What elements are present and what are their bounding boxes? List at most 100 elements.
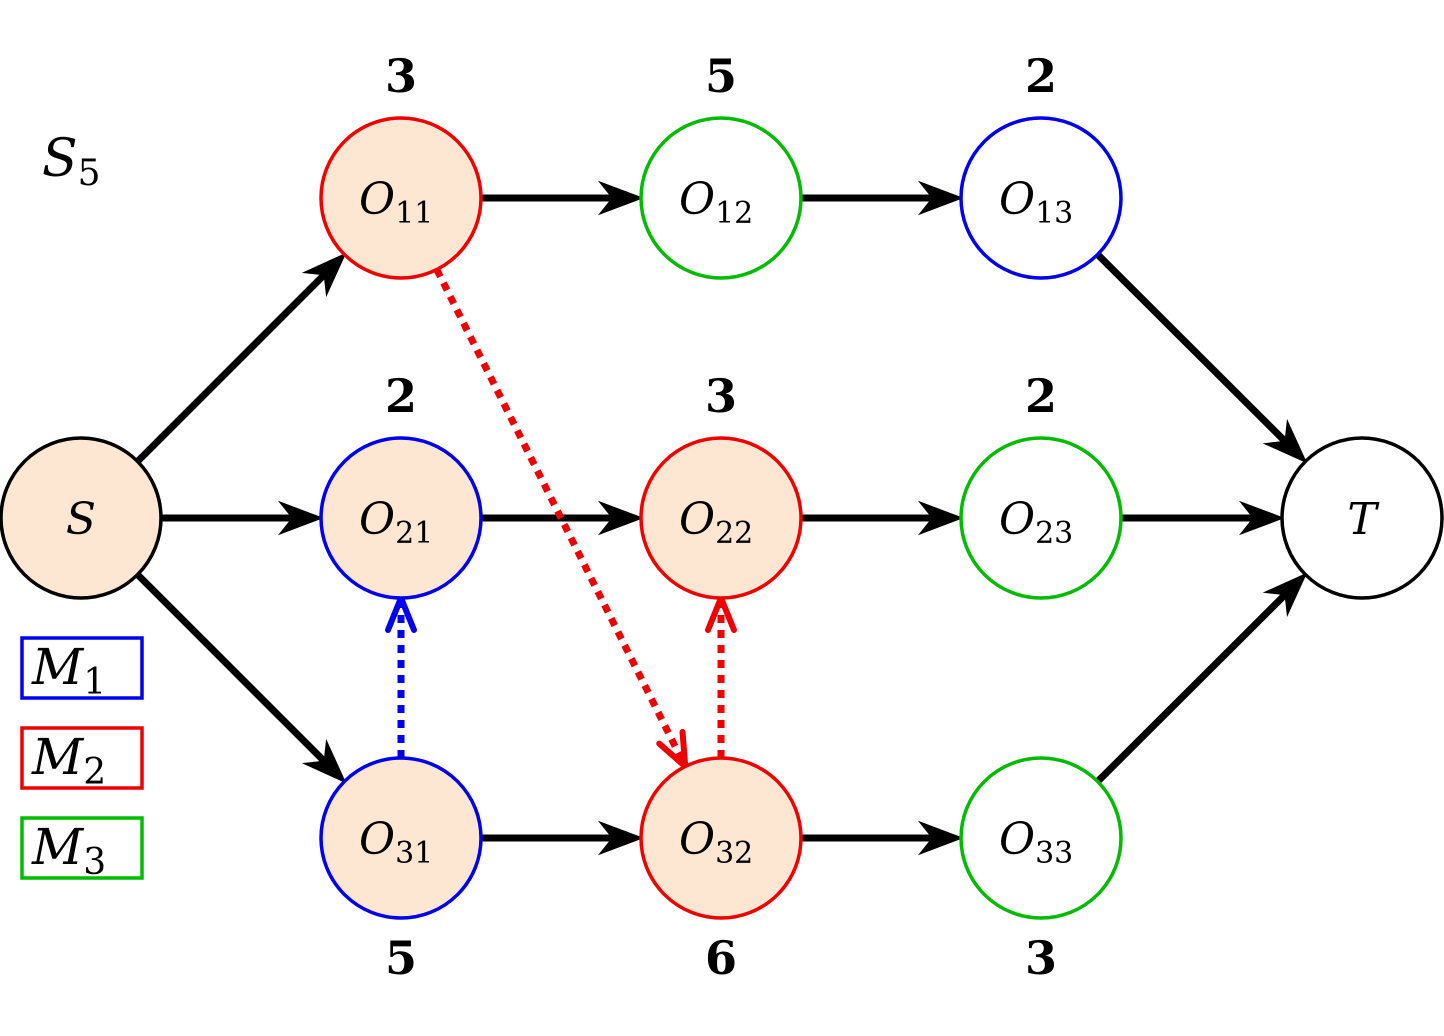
node-circle [639,756,803,920]
legend-label-main: M [31,818,85,876]
node-label: O13 [999,174,1073,231]
node-circle [639,116,803,280]
edge-O13-to-T [1095,252,1308,464]
node-label-sub: 22 [715,516,753,551]
weight-O31: 5 [385,931,417,985]
disjunctive-edge-arrowhead [656,729,689,774]
edge-arrowhead [917,180,964,216]
legend-label: M3 [31,818,106,883]
node-O22: O22 [639,436,803,600]
edge-O12-to-O13 [801,180,964,216]
weight-O32: 6 [705,931,737,985]
edge-arrowhead [277,500,324,536]
legend-label: M2 [31,728,106,793]
edge-arrowhead [597,500,644,536]
edge-arrowhead [1262,572,1308,618]
edge-O31-to-O32 [481,820,644,856]
node-label-main: O [359,494,395,545]
node-circle [319,116,483,280]
node-label-main: S [66,494,96,545]
edge-O22-to-O23 [801,500,964,536]
node-label: T [1347,494,1380,545]
node-O21: O21 [319,436,483,600]
legend-label-main: M [31,728,85,786]
legend-label: M1 [31,638,106,703]
node-label-sub: 23 [1035,516,1073,551]
node-S: S [0,436,163,600]
legend-swatch [20,726,144,790]
node-O11: O11 [319,116,483,280]
node-label-sub: 21 [395,516,433,551]
node-label: O12 [679,174,753,231]
disjunctive-edge-arrowhead [705,590,737,633]
edge-arrowhead [301,252,347,298]
node-circle [0,436,163,600]
node-label-main: O [999,494,1035,545]
schedule-label: S5 [42,129,101,194]
edge-line [1095,586,1294,784]
edge-O33-to-T [1095,572,1308,784]
node-circle [959,116,1123,280]
node-circle [639,436,803,600]
edge-O11-to-O12 [481,180,644,216]
legend-label-sub: 1 [83,662,106,703]
node-circle [959,756,1123,920]
edge-line [135,572,333,770]
node-label: O23 [999,494,1073,551]
edge-S-to-O11 [135,252,347,464]
weight-O21: 2 [385,369,417,423]
disjunctive-edge-arrowhead [385,590,417,633]
legend-label-main: M [31,638,85,696]
node-label: O22 [679,494,753,551]
edge-arrowhead [597,820,644,856]
node-label-main: O [999,814,1035,865]
weight-O33: 3 [1025,931,1057,985]
disjunctive-edge-O31-to-O21 [385,590,417,758]
edge-O32-to-O33 [801,820,964,856]
node-label-sub: 31 [395,836,433,871]
legend-item-M3: M3 [20,816,144,883]
schedule-label-sub: 5 [78,153,101,194]
disjunctive-edge-line [433,267,687,765]
node-label-sub: 11 [395,196,433,231]
edge-S-to-O31 [135,572,347,784]
legend-label-sub: 2 [83,752,106,793]
node-label: O33 [999,814,1073,871]
node-circle [1280,436,1444,600]
weight-O22: 3 [705,369,737,423]
node-O32: O32 [639,756,803,920]
legend-label-sub: 3 [83,842,106,883]
edge-arrowhead [917,820,964,856]
edge-arrowhead [597,180,644,216]
node-O23: O23 [959,436,1123,600]
edge-arrowhead [301,738,347,784]
legend-swatch [20,816,144,880]
node-label-main: O [679,174,715,225]
disjunctive-edge-O32-to-O22 [705,590,737,758]
edge-arrowhead [917,500,964,536]
node-label-main: O [359,174,395,225]
node-O33: O33 [959,756,1123,920]
node-label: O11 [359,174,433,231]
node-label: O32 [679,814,753,871]
edge-line [1095,252,1294,450]
node-circle [319,436,483,600]
weight-O11: 3 [385,49,417,103]
node-O31: O31 [319,756,483,920]
edge-line [135,266,333,464]
legend-item-M2: M2 [20,726,144,793]
node-O12: O12 [639,116,803,280]
weight-O13: 2 [1025,49,1057,103]
node-label: S [66,494,96,545]
node-T: T [1280,436,1444,600]
node-circle [319,756,483,920]
node-label-sub: 32 [715,836,753,871]
weight-O12: 5 [705,49,737,103]
edge-S-to-O21 [161,500,324,536]
node-label-sub: 12 [715,196,753,231]
